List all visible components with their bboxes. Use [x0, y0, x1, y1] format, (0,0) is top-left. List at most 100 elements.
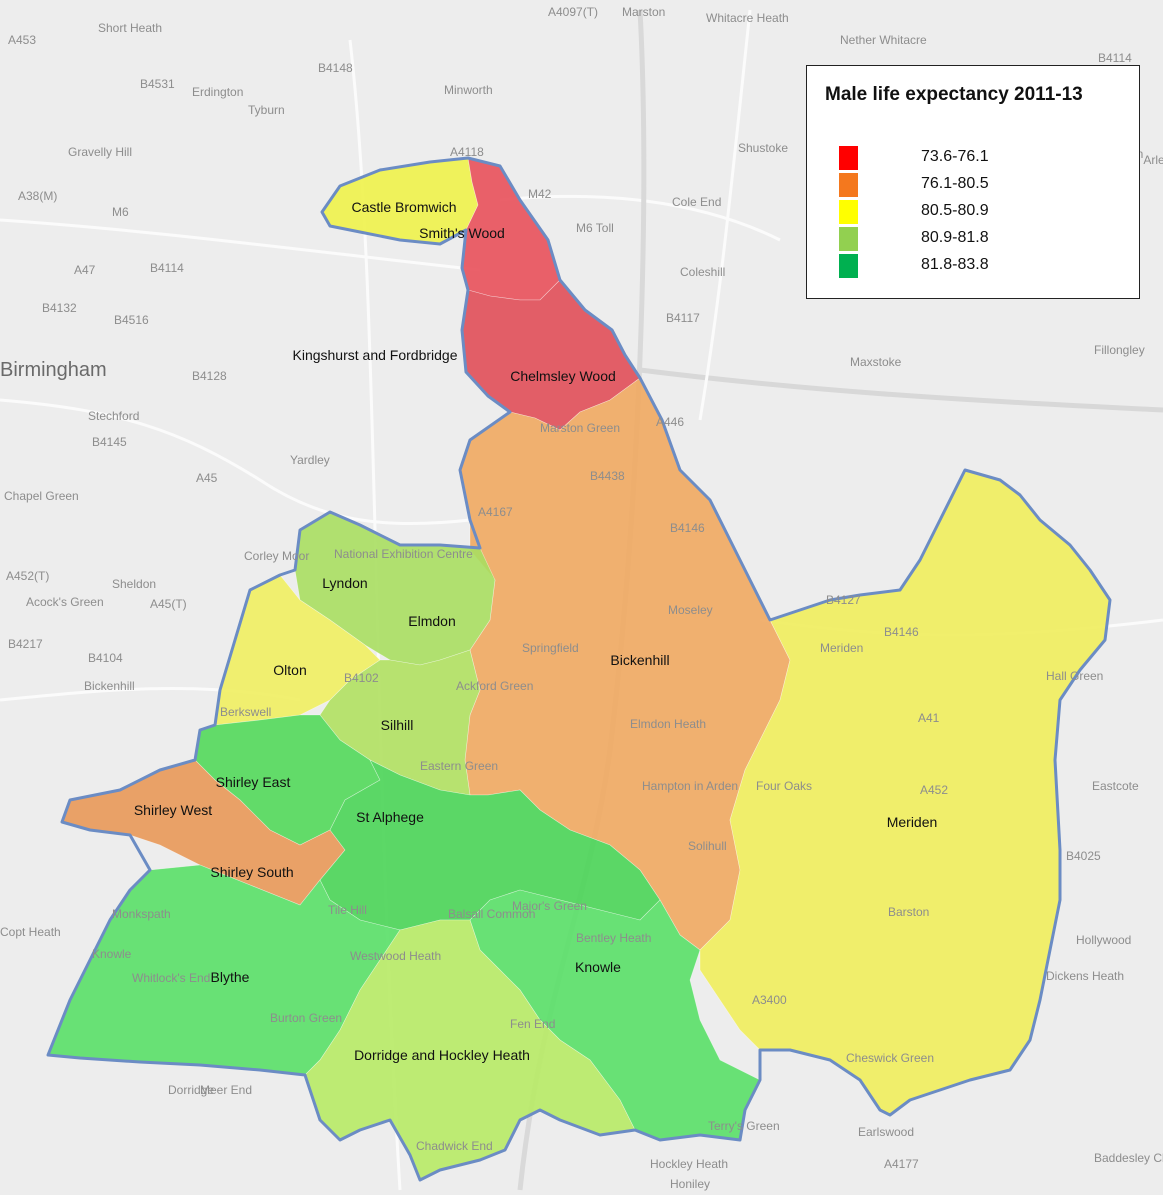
- basemap-label: Hall Green: [1046, 669, 1103, 683]
- basemap-label: B4104: [88, 651, 123, 665]
- basemap-label: A45: [196, 471, 218, 485]
- basemap-label: Chadwick End: [416, 1139, 493, 1153]
- borough-outline: [46, 156, 1112, 1182]
- basemap-label: Hollywood: [1076, 933, 1131, 947]
- basemap-label: Tyburn: [248, 103, 285, 117]
- ward-label: Shirley West: [134, 802, 212, 818]
- ward-label: Meriden: [887, 814, 938, 830]
- legend-range-label: 80.5-80.9: [921, 202, 989, 219]
- basemap-label: B4516: [114, 313, 149, 327]
- basemap-label: Yardley: [290, 453, 330, 467]
- basemap-label: Westwood Heath: [350, 949, 441, 963]
- basemap-label: M42: [528, 187, 552, 201]
- map-legend: Male life expectancy 2011-13 73.6-76.1 7…: [806, 65, 1140, 299]
- basemap-label: A452(T): [6, 569, 49, 583]
- basemap-label: M6: [112, 205, 129, 219]
- basemap-label: Shustoke: [738, 141, 788, 155]
- ward-label: Olton: [273, 662, 306, 678]
- ward-label: Bickenhill: [610, 652, 669, 668]
- basemap-label: A453: [8, 33, 36, 47]
- basemap-label: Minworth: [444, 83, 493, 97]
- ward-label: Dorridge and Hockley Heath: [354, 1047, 530, 1063]
- basemap-label: B4146: [884, 625, 919, 639]
- basemap-label: Corley Moor: [244, 549, 309, 563]
- basemap-label: Burton Green: [270, 1011, 342, 1025]
- legend-swatch: [839, 227, 858, 251]
- ward-label: Smith's Wood: [419, 225, 505, 241]
- basemap-label: B4217: [8, 637, 43, 651]
- basemap-label: Baddesley Clinton: [1094, 1151, 1163, 1165]
- ward-label: Shirley South: [210, 864, 293, 880]
- basemap-label: Moseley: [668, 603, 713, 617]
- basemap-label: Fillongley: [1094, 343, 1145, 357]
- basemap-label: Chapel Green: [4, 489, 79, 503]
- basemap-label: A4167: [478, 505, 513, 519]
- basemap-label: B4127: [826, 593, 861, 607]
- basemap-label: A41: [918, 711, 940, 725]
- basemap-label: Erdington: [192, 85, 243, 99]
- basemap-label: Cheswick Green: [846, 1051, 934, 1065]
- basemap-label: Stechford: [88, 409, 139, 423]
- basemap-label: Nether Whitacre: [840, 33, 927, 47]
- basemap-label: A38(M): [18, 189, 57, 203]
- ward-label: Elmdon: [408, 613, 455, 629]
- basemap-label: B4114: [150, 261, 184, 275]
- legend-swatch: [839, 200, 858, 224]
- basemap-label: B4025: [1066, 849, 1101, 863]
- basemap-label: National Exhibition Centre: [334, 547, 473, 561]
- basemap-label: Solihull: [688, 839, 727, 853]
- basemap-label: Earlswood: [858, 1125, 914, 1139]
- basemap-label: A4118: [450, 145, 484, 159]
- basemap-label: Marston: [622, 5, 665, 19]
- basemap-label: A4097(T): [548, 5, 598, 19]
- basemap-label: Terry's Green: [708, 1119, 780, 1133]
- basemap-label: B4148: [318, 61, 353, 75]
- basemap-label: Meriden: [820, 641, 863, 655]
- basemap-label: Monkspath: [112, 907, 171, 921]
- basemap-label: B4145: [92, 435, 127, 449]
- basemap-label: Sheldon: [112, 577, 156, 591]
- legend-swatch: [839, 254, 858, 278]
- basemap-label: Meer End: [200, 1083, 252, 1097]
- ward-label: Shirley East: [216, 774, 291, 790]
- basemap-label: Copt Heath: [0, 925, 61, 939]
- basemap-label: Whitacre Heath: [706, 11, 789, 25]
- basemap-label: Hampton in Arden: [642, 779, 738, 793]
- basemap-label: Elmdon Heath: [630, 717, 706, 731]
- basemap-label: Four Oaks: [756, 779, 812, 793]
- ward-label: Lyndon: [322, 575, 367, 591]
- basemap-label: Eastcote: [1092, 779, 1139, 793]
- ward-label: Kingshurst and Fordbridge: [293, 347, 458, 363]
- basemap-label: Fen End: [510, 1017, 555, 1031]
- ward-polygons: [47, 157, 1111, 1181]
- basemap-label: Major's Green: [512, 899, 587, 913]
- basemap-label: Eastern Green: [420, 759, 498, 773]
- basemap-label: Berkswell: [220, 705, 271, 719]
- legend-swatch: [839, 173, 858, 197]
- basemap-label: B4531: [140, 77, 175, 91]
- basemap-label: Balsall Common: [448, 907, 535, 921]
- ward-label: Blythe: [211, 969, 250, 985]
- basemap-label: Acock's Green: [26, 595, 104, 609]
- basemap-label: Honiley: [670, 1177, 710, 1191]
- basemap-label: A45(T): [150, 597, 187, 611]
- ward-label: Castle Bromwich: [351, 199, 456, 215]
- basemap-label: A452: [920, 783, 948, 797]
- basemap-label: B4128: [192, 369, 227, 383]
- basemap-label: Maxstoke: [850, 355, 902, 369]
- basemap-label: Short Heath: [98, 21, 162, 35]
- basemap-label: A4177: [884, 1157, 919, 1171]
- basemap-label: M6 Toll: [576, 221, 614, 235]
- basemap-label: A446: [656, 415, 684, 429]
- legend-swatch: [839, 146, 858, 170]
- basemap-label: Coleshill: [680, 265, 725, 279]
- ward-label: Silhill: [381, 717, 414, 733]
- ward-label: Chelmsley Wood: [510, 368, 616, 384]
- basemap-label: Whitlock's End: [132, 971, 210, 985]
- basemap-label: B4103: [0, 0, 35, 3]
- legend-range-label: 73.6-76.1: [921, 148, 989, 165]
- basemap-label: Barston: [888, 905, 929, 919]
- basemap-label: Springfield: [522, 641, 579, 655]
